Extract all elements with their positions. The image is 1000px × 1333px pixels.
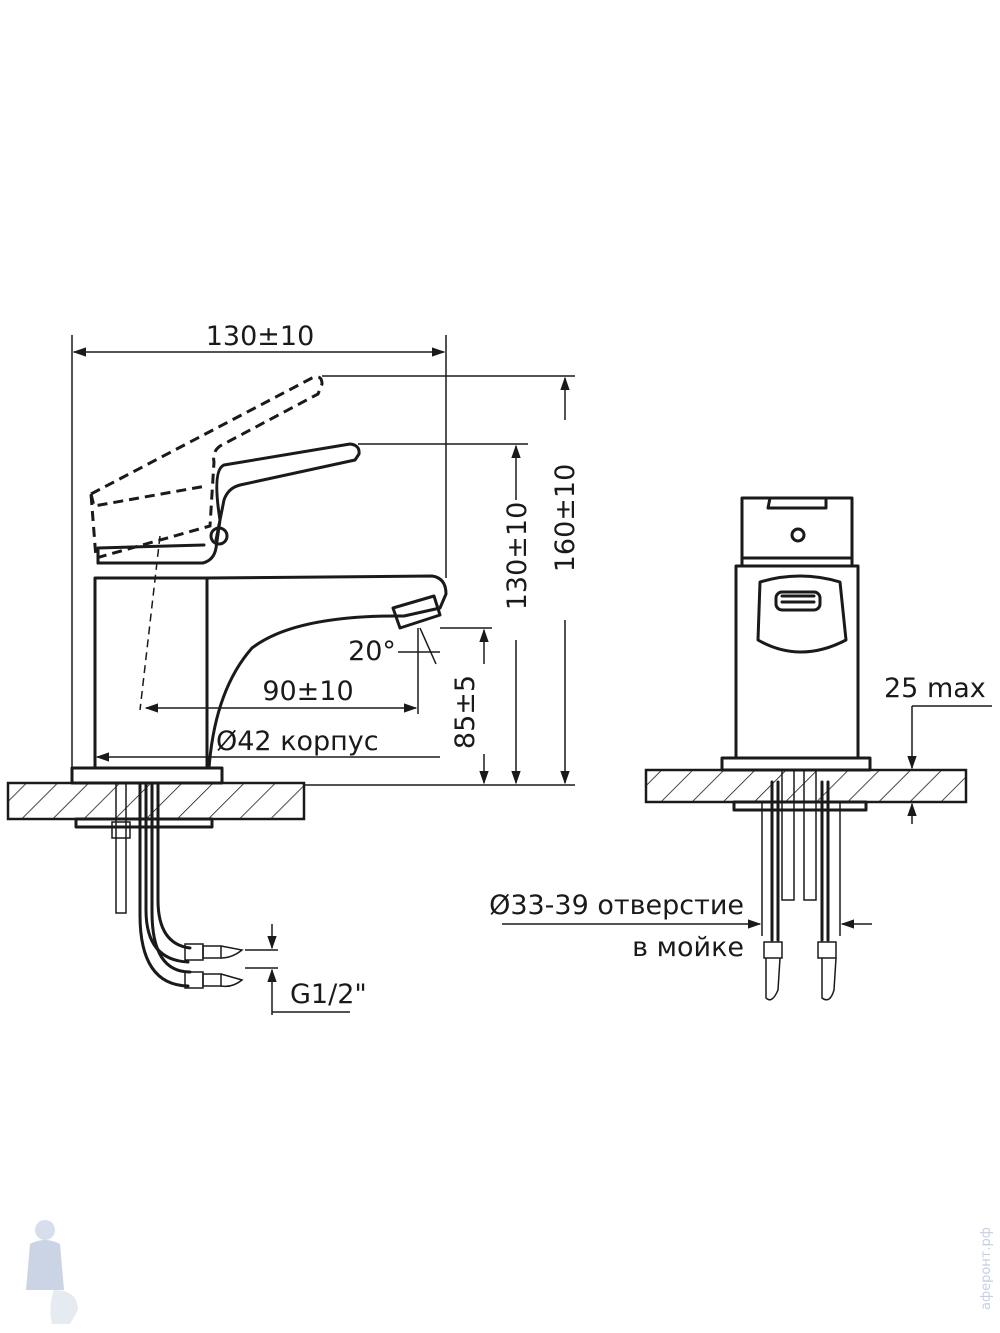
- dim-height-spout: 130±10: [502, 502, 533, 611]
- watermark-text: аферонт.рф: [979, 1227, 994, 1310]
- dim-spout-height: 85±5: [450, 675, 481, 749]
- dim-thread: G1/2": [290, 979, 367, 1010]
- dim-hole-line2: в мойке: [632, 932, 744, 963]
- side-view: 130±10 160±10 130±10 85±5 90±10 20° Ø42 …: [6, 321, 581, 1015]
- dim-height-max: 160±10: [550, 464, 581, 573]
- front-view: 25 max Ø33-39 отверстие в мойке: [489, 496, 992, 1001]
- faucet-body: [93, 576, 209, 770]
- plumber-mascot-icon: [26, 1220, 78, 1324]
- countertop-front: [644, 768, 968, 804]
- lever-open-dashed: [89, 375, 324, 560]
- dim-spout-angle: 20°: [348, 636, 396, 667]
- dim-hole-line1: Ø33-39 отверстие: [489, 890, 744, 921]
- supply-pipes: [111, 781, 244, 989]
- dim-overall-length: 130±10: [206, 321, 315, 352]
- countertop-side: [6, 781, 306, 821]
- dim-body-diameter: Ø42 корпус: [216, 726, 379, 757]
- dim-max-thickness: 25 max: [884, 673, 986, 704]
- lever-pivot: [209, 526, 229, 546]
- mounting-plate: [74, 817, 214, 829]
- lever-closed: [96, 442, 361, 565]
- spout: [205, 574, 448, 770]
- dim-spout-reach: 90±10: [262, 676, 353, 707]
- base-plate: [70, 766, 224, 785]
- lever-head-front: [740, 496, 854, 568]
- aerator-front: [774, 590, 822, 612]
- aerator: [391, 594, 442, 630]
